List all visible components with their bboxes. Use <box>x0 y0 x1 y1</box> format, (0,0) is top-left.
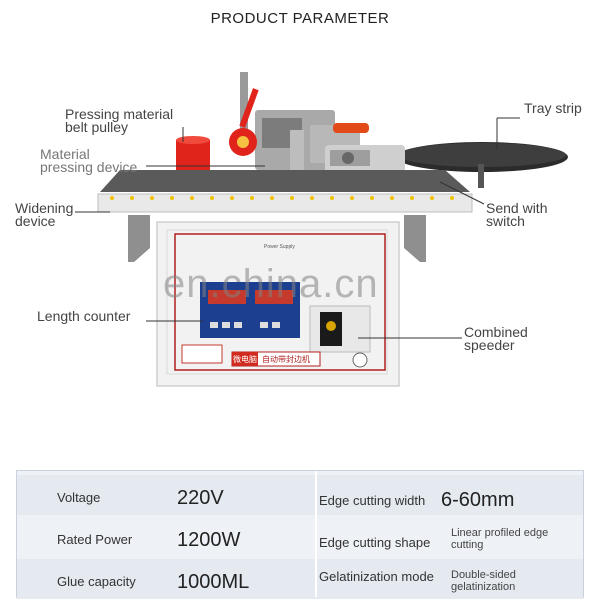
side-brackets <box>128 215 426 262</box>
row-band <box>17 559 583 599</box>
spec-label: Edge cutting width <box>319 493 426 508</box>
spec-label: Gelatinization mode <box>319 569 434 584</box>
spec-value: 1200W <box>177 529 241 551</box>
callout-widening-device: Widening device <box>15 200 74 229</box>
tray-strip-disc <box>396 142 568 188</box>
spec-row: Rated Power 1200W Edge cutting shape Lin… <box>17 517 583 557</box>
callout-tray-strip: Tray strip <box>524 100 582 116</box>
spec-table: Voltage 220V Edge cutting width 6-60mm R… <box>16 470 584 599</box>
spec-row: Glue capacity 1000ML Gelatinization mode… <box>17 559 583 599</box>
top-head-mechanism <box>240 72 405 173</box>
spec-label: Glue capacity <box>57 574 136 589</box>
work-table <box>97 170 473 213</box>
edge-banding-machine-illustration <box>75 72 568 387</box>
spec-label: Voltage <box>57 490 101 505</box>
machine-cabinet <box>156 221 400 387</box>
column-divider <box>315 471 317 597</box>
spec-value: 6-60mm <box>441 489 515 511</box>
callout-material-pressing-device: Material pressing device <box>40 146 138 175</box>
spec-label: Rated Power <box>57 532 133 547</box>
row-band <box>17 475 583 515</box>
leader-lines <box>75 117 520 339</box>
pressing-belt-pulley <box>176 136 210 170</box>
spec-value: 1000ML <box>177 571 250 593</box>
machine-name-label: 自动带封边机 <box>262 355 310 364</box>
callout-send-with-switch: Send with switch <box>486 200 548 229</box>
spec-row: Voltage 220V Edge cutting width 6-60mm <box>17 475 583 515</box>
power-supply-label: Power Supply <box>264 244 295 250</box>
spec-value: Double-sided gelatinization <box>451 569 516 593</box>
spec-label: Edge cutting shape <box>319 535 431 550</box>
spec-value: 220V <box>177 487 224 509</box>
page-title: PRODUCT PARAMETER <box>210 10 390 27</box>
callout-combined-speeder: Combined speeder <box>464 324 528 353</box>
pressure-knob <box>229 88 259 156</box>
callout-length-counter: Length counter <box>37 308 131 324</box>
callout-pressing-belt-pulley: Pressing material belt pulley <box>65 106 174 135</box>
brand-label: 微电脑 <box>233 355 257 364</box>
watermark: en.china.cn <box>163 262 379 306</box>
spec-value: Linear profiled edge cutting <box>451 527 549 551</box>
